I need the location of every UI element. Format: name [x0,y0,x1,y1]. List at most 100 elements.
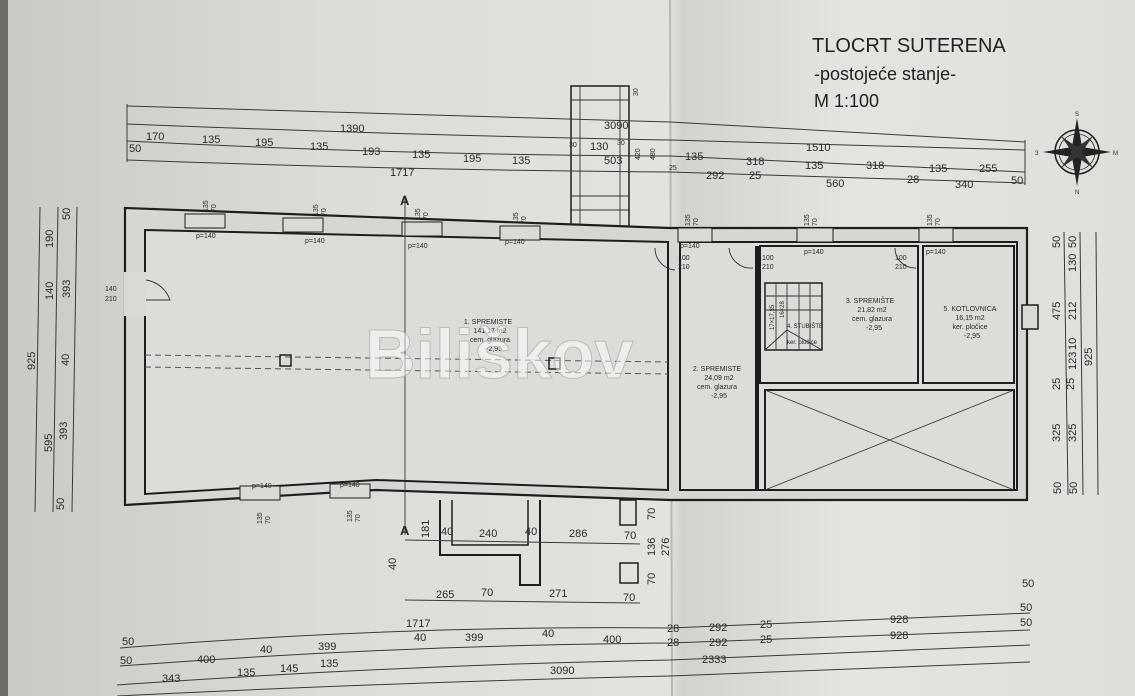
room-finish: ker. pločice [952,324,987,331]
compass-west-label: З [1035,151,1039,157]
dimension-label: 340 [955,179,973,191]
dimension-label: 28 [667,637,679,649]
dimension-label: 50 [1020,617,1032,629]
dimension-label: 475 [1051,302,1063,320]
dimension-label: 135 [237,667,255,679]
window-height: 135 [313,204,320,216]
watermark: Biliškov [365,315,634,393]
dimension-label: 400 [197,654,215,666]
room-level: -2,95 [866,325,882,332]
dimension-label: 50 [1052,482,1064,494]
window-label: p=140 [505,239,525,246]
dimension-label: 140 [44,282,56,300]
door-width: 100 [678,255,690,262]
dimension-label: 30 [633,88,640,96]
dimension-label: 212 [1067,302,1079,320]
title-block: TLOCRT SUTERENA -postojeće stanje- M 1:1… [812,35,1006,111]
dimension-label: 255 [979,163,997,175]
dimension-label: 50 [61,208,73,220]
dimension-label: 480 [650,148,657,160]
window-label: p=140 [340,482,360,489]
dimension-label: 1390 [340,123,364,135]
room-label-2: 2. SPREMISTE 24,09 m2 cem. glazura -2,95 [693,366,742,400]
door-width: 140 [105,286,117,293]
dimension-label: 399 [318,641,336,653]
window-label: p=140 [305,238,325,245]
dimension-label: 560 [826,178,844,190]
room-name: 3. SPREMIŠTE [846,296,895,305]
dimension-label: 135 [412,149,430,161]
dimension-label: 136 [646,538,658,556]
compass-bottom-label: N [1075,190,1079,196]
dimension-label: 50 [120,655,132,667]
window-height: 135 [804,214,811,226]
dimension-label: 928 [890,614,908,626]
window-width: 70 [812,218,819,226]
door-height: 210 [678,264,690,271]
stair-tread: 16×28 [780,300,786,318]
dimension-label: 145 [280,663,298,675]
dimension-label: 50 [1067,236,1079,248]
room-area: 141,17 m2 [473,328,506,335]
room-level: -2,95 [964,333,980,340]
dimension-label: 50 [122,636,134,648]
dimension-label: 135 [685,151,703,163]
dimension-label: 286 [569,528,587,540]
door-height: 210 [895,264,907,271]
dimensions-top-right: 1510 135 318 135 318 135 255 25 292 25 5… [669,142,1023,191]
dimension-label: 30 [617,140,625,147]
dimension-label: 276 [660,538,672,556]
window-label: p=140 [680,243,700,250]
dimensions-left: 925 190 140 595 50 393 40 393 50 [26,208,73,510]
dimension-label: 170 [146,131,164,143]
dimension-label: 25 [760,634,772,646]
window-label: p=140 [926,249,946,256]
window-width: 70 [211,204,218,212]
dimension-label: 925 [26,352,38,370]
dimension-label: 50 [1020,602,1032,614]
dimensions-bottom-right: 28 292 25 928 50 50 28 292 25 928 2333 5… [667,578,1034,666]
room-finish: cem. glazura [697,384,737,391]
dimension-label: 130 [1067,254,1079,272]
dimension-label: 130 [590,141,608,153]
dimension-label: 1717 [406,618,430,630]
dimension-label: 393 [61,280,73,298]
dimension-label: 325 [1067,424,1079,442]
dimension-label: 1717 [390,167,414,179]
dimension-label: 400 [603,634,621,646]
window-height: 135 [415,208,422,220]
dimension-label: 40 [525,526,537,538]
dimension-label: 343 [162,673,180,685]
dimension-label: 2333 [702,654,726,666]
dimensions-bottom: 1717 50 40 399 40 400 50 400 40 399 343 … [120,618,621,685]
dimension-label: 50 [1022,578,1034,590]
dimension-label: 70 [624,530,636,542]
dimension-label: 50 [1011,175,1023,187]
dimension-label: 10 [1067,338,1079,350]
stair-finish: ker. pločice [787,340,818,346]
dimension-label: 135 [805,160,823,172]
window-label: p=140 [196,233,216,240]
dimension-label: 181 [420,520,432,538]
window-height: 135 [927,214,934,226]
window-height: 135 [347,510,354,522]
dimension-label: 420 [635,148,642,160]
room-name: 1. SPREMISTE [464,319,513,326]
dimension-label: 190 [44,230,56,248]
door-height: 210 [105,296,117,303]
room-level: -2,95 [486,346,502,353]
door-height: 210 [762,264,774,271]
dimensions-top: 1390 3090 170 135 195 135 193 135 195 13… [129,88,657,179]
window-height: 135 [513,212,520,224]
dimension-label: 40 [542,628,554,640]
dimension-label: 40 [414,632,426,644]
dimension-label: 240 [479,528,497,540]
dimension-label: 25 [760,619,772,631]
plan-title: TLOCRT SUTERENA [812,35,1006,57]
window-width: 70 [423,212,430,220]
room-area: 24,09 m2 [704,375,733,382]
dimension-label: 292 [706,170,724,182]
dimension-label: 50 [55,498,67,510]
dimension-label: 925 [1083,348,1095,366]
dimension-label: 135 [310,141,328,153]
